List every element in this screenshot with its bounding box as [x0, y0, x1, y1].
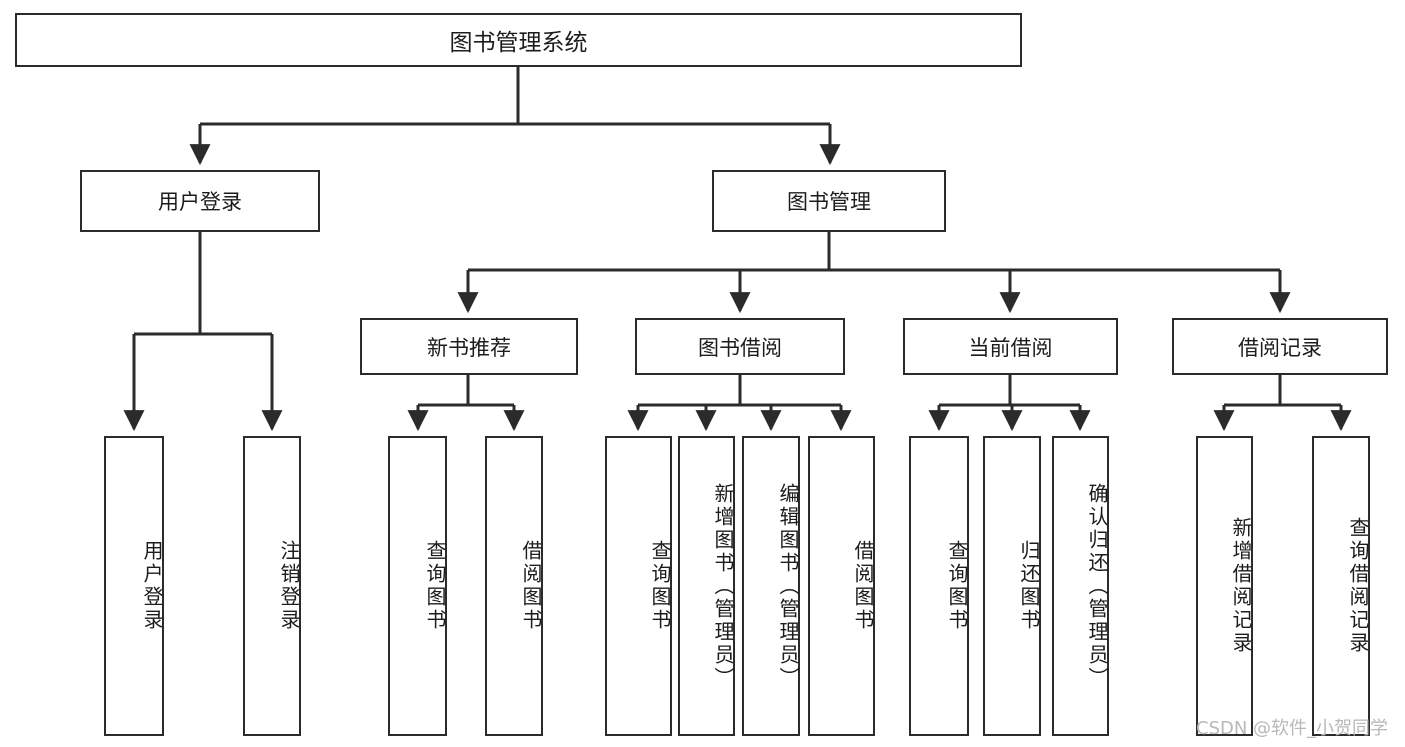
- node-borrow-record[interactable]: 借阅记录: [1172, 318, 1388, 375]
- leaf-query-book-2-label: 查询图书: [648, 540, 672, 632]
- node-book-management-label: 图书管理: [787, 190, 871, 214]
- leaf-edit-book-label: 编辑图书（管理员）: [776, 482, 800, 690]
- leaf-query-book-3-label: 查询图书: [945, 540, 969, 632]
- node-book-management[interactable]: 图书管理: [712, 170, 946, 232]
- node-new-book-recommend[interactable]: 新书推荐: [360, 318, 578, 375]
- leaf-add-record[interactable]: 新增借阅记录: [1196, 436, 1253, 736]
- node-book-borrow-label: 图书借阅: [698, 335, 782, 360]
- node-book-borrow[interactable]: 图书借阅: [635, 318, 845, 375]
- node-user-login[interactable]: 用户登录: [80, 170, 320, 232]
- leaf-add-book-label: 新增图书（管理员）: [711, 482, 735, 690]
- node-new-book-recommend-label: 新书推荐: [427, 335, 511, 360]
- node-user-login-label: 用户登录: [158, 190, 242, 214]
- leaf-query-record-label: 查询借阅记录: [1346, 517, 1370, 655]
- node-borrow-record-label: 借阅记录: [1238, 335, 1322, 360]
- leaf-logout[interactable]: 注销登录: [243, 436, 301, 736]
- leaf-add-record-label: 新增借阅记录: [1229, 517, 1253, 655]
- leaf-confirm-return-label: 确认归还（管理员）: [1085, 482, 1109, 690]
- leaf-borrow-book-1-label: 借阅图书: [519, 540, 543, 632]
- leaf-logout-label: 注销登录: [277, 540, 301, 632]
- leaf-query-book-3[interactable]: 查询图书: [909, 436, 969, 736]
- leaf-borrow-book-2[interactable]: 借阅图书: [808, 436, 875, 736]
- leaf-user-login-label: 用户登录: [140, 540, 164, 632]
- leaf-query-book-1[interactable]: 查询图书: [388, 436, 447, 736]
- leaf-confirm-return[interactable]: 确认归还（管理员）: [1052, 436, 1109, 736]
- leaf-query-book-1-label: 查询图书: [423, 540, 447, 632]
- leaf-query-book-2[interactable]: 查询图书: [605, 436, 672, 736]
- leaf-user-login[interactable]: 用户登录: [104, 436, 164, 736]
- leaf-add-book[interactable]: 新增图书（管理员）: [678, 436, 735, 736]
- leaf-return-book[interactable]: 归还图书: [983, 436, 1041, 736]
- node-root-label: 图书管理系统: [449, 30, 588, 56]
- leaf-edit-book[interactable]: 编辑图书（管理员）: [742, 436, 800, 736]
- node-current-borrow-label: 当前借阅: [968, 335, 1053, 360]
- leaf-return-book-label: 归还图书: [1017, 540, 1041, 632]
- node-root[interactable]: 图书管理系统: [15, 13, 1022, 67]
- leaf-borrow-book-1[interactable]: 借阅图书: [485, 436, 543, 736]
- leaf-borrow-book-2-label: 借阅图书: [851, 540, 875, 632]
- leaf-query-record[interactable]: 查询借阅记录: [1312, 436, 1370, 736]
- node-current-borrow[interactable]: 当前借阅: [903, 318, 1118, 375]
